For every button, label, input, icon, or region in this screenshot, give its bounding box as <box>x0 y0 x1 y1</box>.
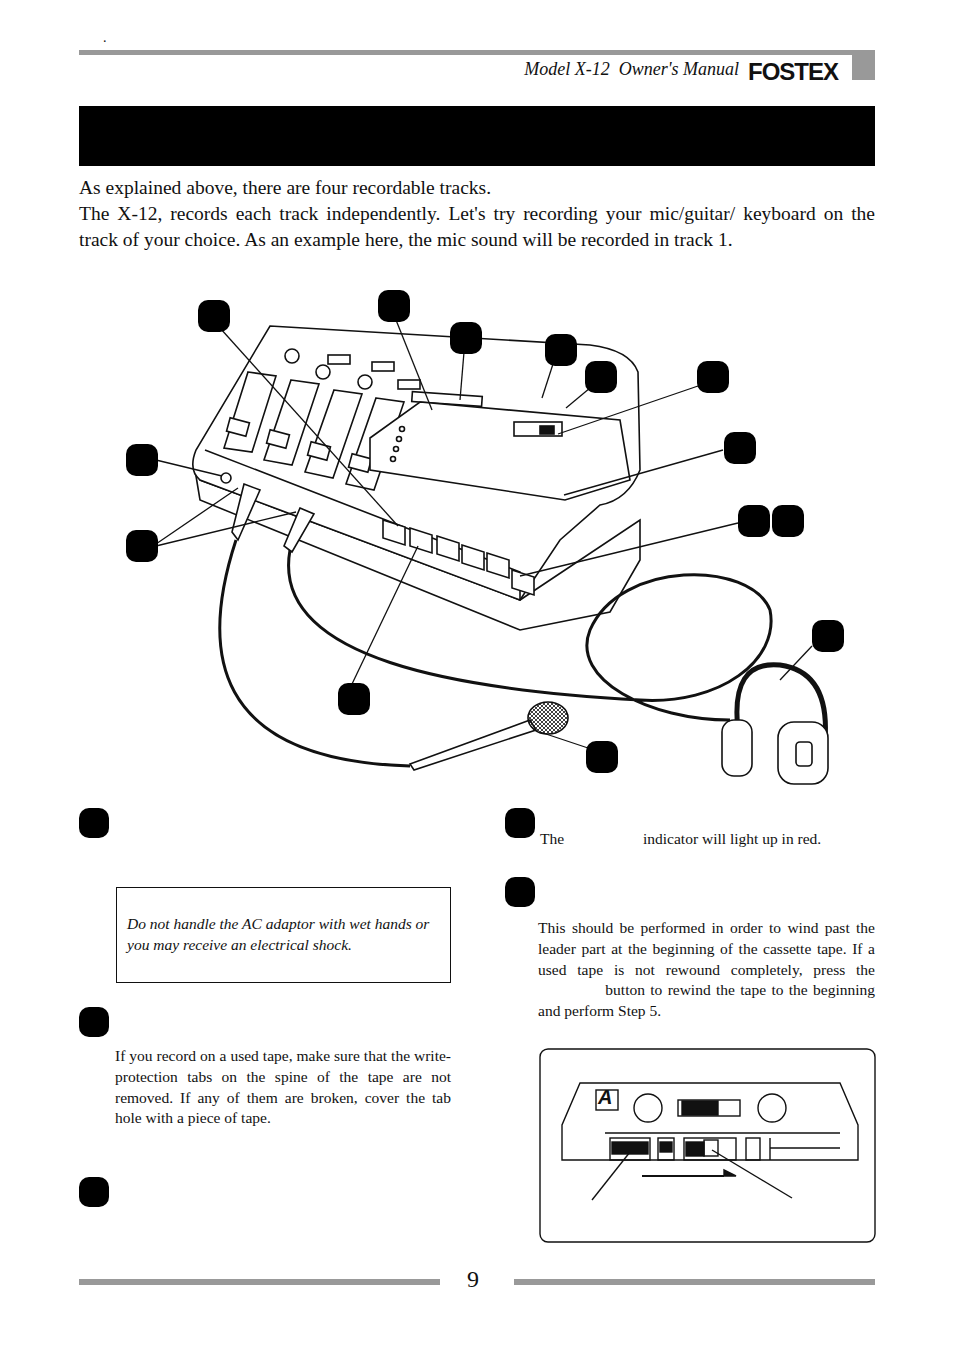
header-rule <box>79 50 875 55</box>
footer-rule <box>514 1279 875 1285</box>
step-text: This should be performed in order to win… <box>538 919 875 978</box>
step-text: button to rewind the tape to the beginni… <box>538 981 875 1019</box>
dot-mark: . <box>103 30 107 46</box>
cassette-side: A <box>598 1086 612 1109</box>
step-text: This should be performed in order to win… <box>538 918 875 1022</box>
cables <box>220 540 771 766</box>
leader-lines <box>156 320 812 748</box>
warning-text: Do not handle the AC adaptor with wet ha… <box>127 914 441 956</box>
page-number: 9 <box>467 1266 479 1293</box>
callout-markers <box>79 290 844 1207</box>
cassette-figure <box>540 1049 875 1242</box>
footer-rule <box>79 1279 440 1285</box>
step-text: The <box>540 830 564 848</box>
mixer-illustration <box>193 326 828 784</box>
intro-text: The X-12, records each track independent… <box>79 201 875 253</box>
brand-logo: FOSTEX <box>748 58 838 86</box>
step-text: indicator will light up in red. <box>643 830 821 848</box>
intro-text: As explained above, there are four recor… <box>79 175 875 201</box>
header-tab <box>852 50 875 80</box>
warning-box: Do not handle the AC adaptor with wet ha… <box>116 887 451 983</box>
step-note: If you record on a used tape, make sure … <box>115 1046 451 1129</box>
title-bar <box>79 106 875 166</box>
header-title: Model X-12 Owner's Manual <box>460 59 739 80</box>
